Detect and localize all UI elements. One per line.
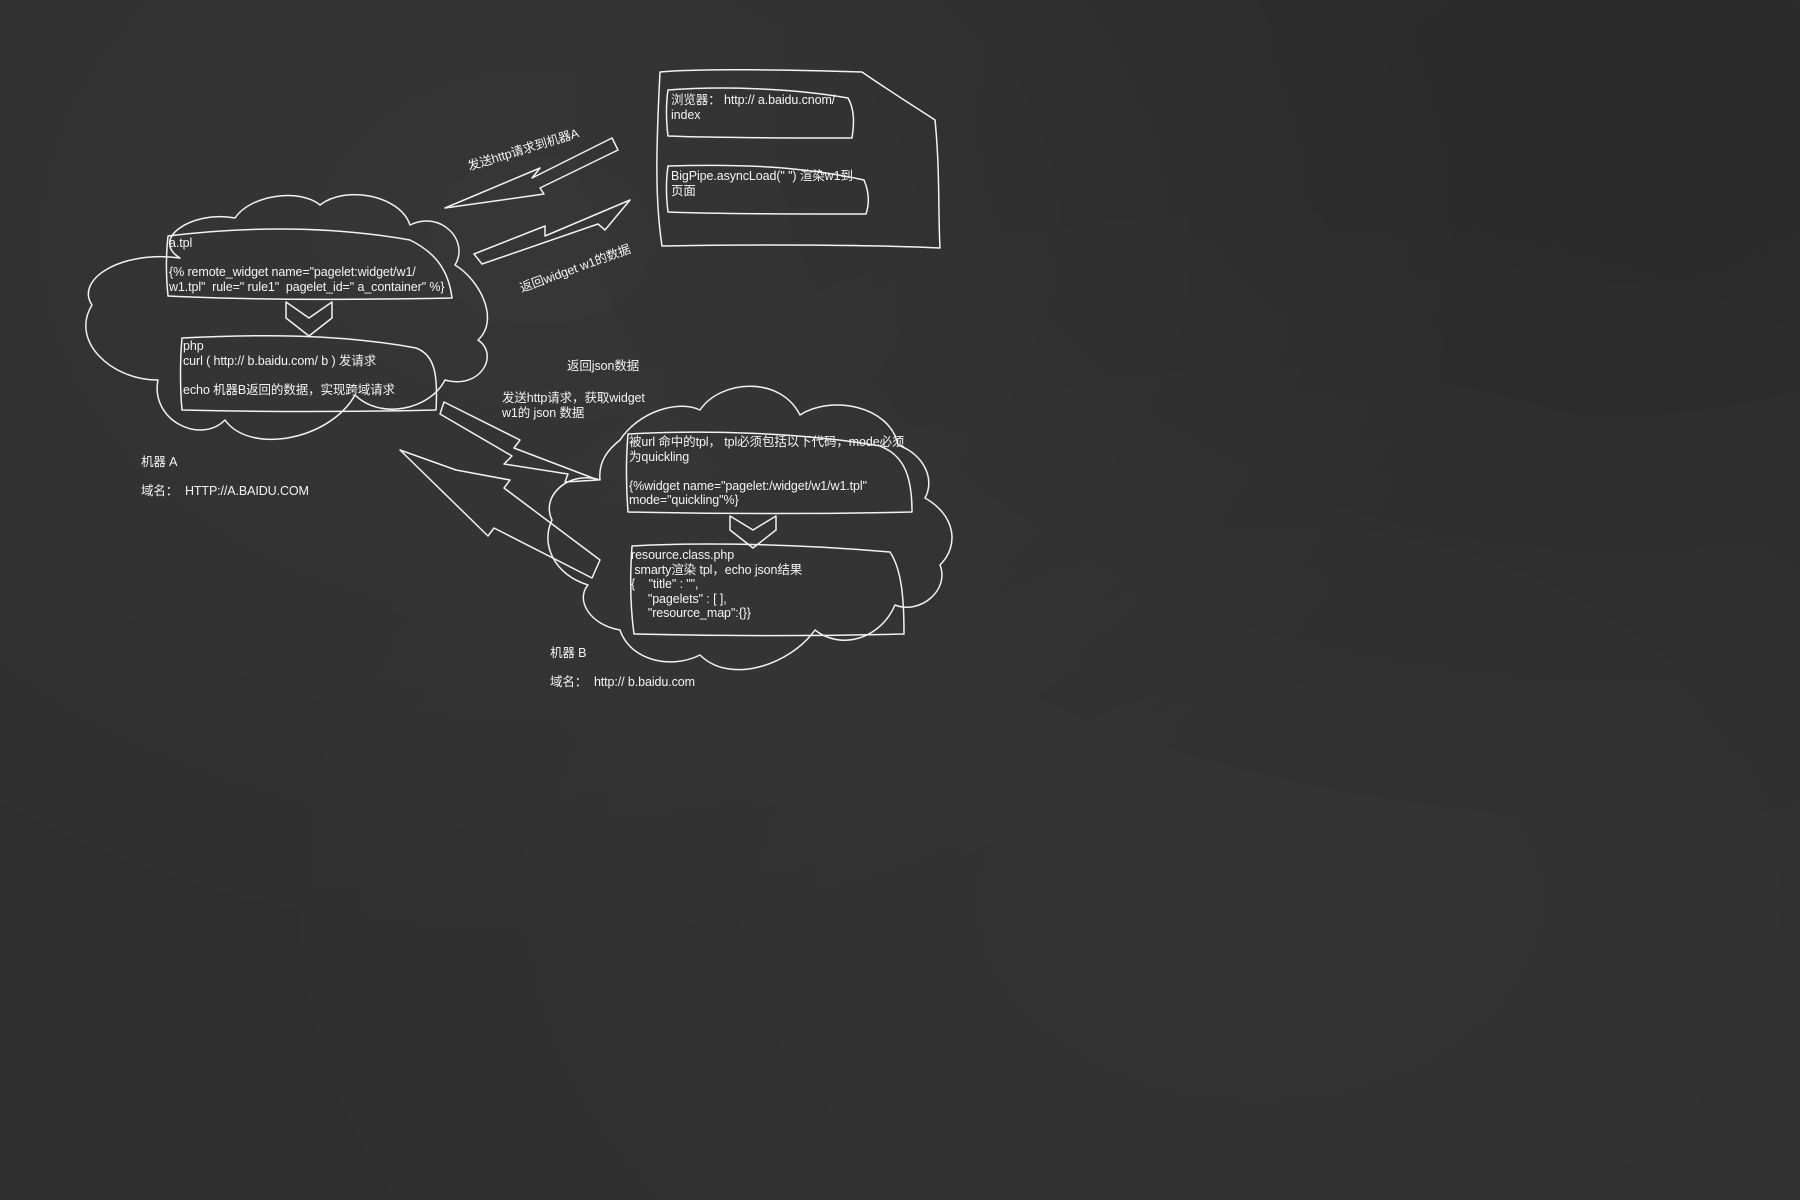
browser-url-text: 浏览器： http:// a.baidu.cnom/ index (671, 93, 836, 122)
browser-page-outline (656, 68, 941, 249)
arrow-request-widget (439, 401, 599, 483)
machine-a-cloud (85, 193, 489, 441)
arrow-return-widget (473, 199, 631, 265)
browser-bigpipe-box (665, 164, 870, 215)
arrow-to-machine-a (444, 137, 619, 209)
machine-b-tpl-box (625, 431, 913, 515)
machine-a-chevron (285, 301, 333, 337)
machine-b-name: 机器 B (550, 646, 587, 660)
machine-a-php-text: php curl ( http:// b.baidu.com/ b ) 发请求 … (183, 339, 395, 397)
machine-a-tpl-text: a.tpl {% remote_widget name="pagelet:wid… (169, 236, 445, 294)
label-request-widget: 发送http请求，获取widget w1的 json 数据 (502, 391, 645, 420)
machine-b-chevron (729, 515, 777, 549)
machine-a-domain: 域名： HTTP://A.BAIDU.COM (141, 484, 309, 498)
machine-b-resource-text: resource.class.php smarty渲染 tpl，echo jso… (631, 548, 803, 620)
machine-b-domain: 域名： http:// b.baidu.com (550, 675, 695, 689)
browser-bigpipe-text: BigPipe.asyncLoad(" ") 渲染w1到 页面 (671, 169, 853, 198)
machine-a-php-box (179, 334, 438, 413)
machine-b-tpl-text: 被url 命中的tpl， tpl必须包括以下代码，mode必须 为quickli… (629, 435, 905, 507)
machine-b-resource-box (629, 543, 905, 637)
arrow-return-json (399, 449, 601, 579)
label-return-json: 返回json数据 (567, 359, 640, 373)
machine-a-name: 机器 A (141, 455, 178, 469)
browser-url-box (665, 87, 855, 139)
machine-a-tpl-box (165, 228, 453, 301)
